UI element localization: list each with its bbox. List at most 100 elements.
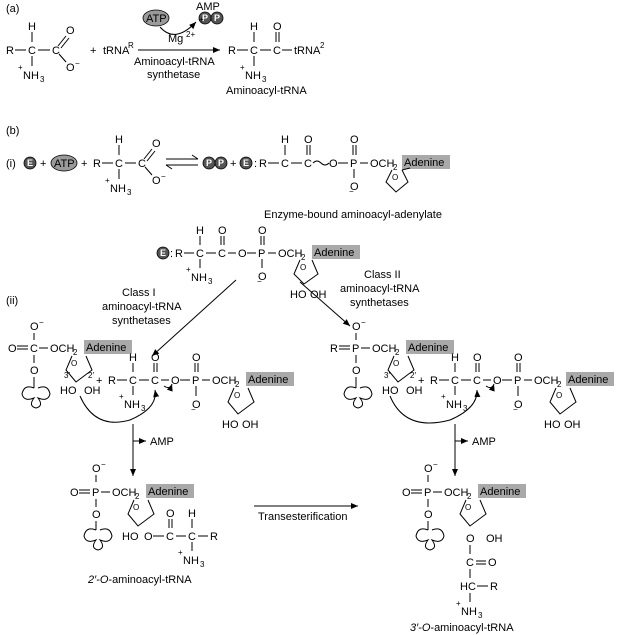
svg-text:NH: NH	[183, 555, 199, 567]
svg-text:Adenine: Adenine	[404, 157, 444, 169]
svg-text:OCH: OCH	[112, 487, 137, 499]
svg-text:O: O	[92, 463, 101, 475]
amp-label-a: AMP	[196, 1, 220, 13]
svg-text:H: H	[188, 508, 196, 520]
svg-text:HO: HO	[544, 419, 561, 431]
svg-text:2: 2	[73, 348, 78, 357]
svg-text:NH: NH	[110, 183, 126, 195]
enzyme-circle	[239, 156, 253, 170]
svg-text:O: O	[424, 463, 433, 475]
svg-text:+: +	[178, 548, 183, 557]
svg-text:NH: NH	[23, 70, 39, 82]
svg-text:R: R	[490, 581, 498, 593]
trna-r: tRNA	[103, 45, 130, 57]
svg-text:O: O	[152, 175, 161, 187]
svg-text:OCH: OCH	[534, 375, 559, 387]
svg-text:−: −	[257, 277, 262, 286]
svg-text:OH: OH	[84, 385, 101, 397]
svg-text:NH: NH	[124, 399, 140, 411]
svg-text:H: H	[115, 134, 123, 146]
svg-text:2: 2	[393, 163, 398, 172]
svg-text:aminoacyl-tRNA: aminoacyl-tRNA	[340, 283, 420, 295]
svg-text:P: P	[202, 13, 208, 23]
svg-text:C: C	[166, 531, 174, 543]
amp-label-right: AMP	[472, 436, 496, 448]
svg-text:P: P	[92, 487, 99, 499]
product-3prime: O − O P OCH 2 Adenine O O O OH C O HC R …	[402, 460, 526, 620]
svg-text:C: C	[451, 375, 459, 387]
svg-text:O: O	[234, 391, 240, 400]
svg-text:P: P	[352, 343, 359, 355]
svg-text:C: C	[196, 248, 204, 260]
svg-text:P: P	[206, 158, 212, 168]
svg-text:synthetases: synthetases	[350, 297, 409, 309]
svg-text:P: P	[218, 158, 224, 168]
svg-text:O: O	[304, 134, 313, 146]
svg-text:O: O	[402, 487, 411, 499]
svg-text:HC: HC	[460, 581, 476, 593]
svg-text:+: +	[230, 158, 236, 170]
svg-text:2+: 2+	[186, 30, 195, 39]
svg-text:OCH: OCH	[372, 343, 397, 355]
svg-text:O: O	[8, 343, 17, 355]
phosphate-circle	[210, 11, 224, 25]
svg-text:2: 2	[301, 253, 306, 262]
svg-text:C: C	[115, 158, 123, 170]
svg-text:+: +	[81, 158, 87, 170]
svg-text:C: C	[30, 343, 38, 355]
svg-text:C: C	[473, 375, 481, 387]
svg-text:HO: HO	[382, 385, 399, 397]
aminoacyl-trna-product: R C H C O tRNA 2 + NH 3	[228, 21, 325, 84]
svg-text:2: 2	[557, 380, 562, 389]
svg-text:P: P	[514, 375, 521, 387]
svg-text:HO: HO	[122, 531, 139, 543]
svg-text:R: R	[128, 41, 134, 50]
svg-text:OCH: OCH	[50, 343, 75, 355]
panel-a-label: (a)	[6, 3, 19, 15]
class1-label: Class I	[122, 287, 156, 299]
svg-text:O: O	[218, 225, 227, 237]
svg-text:O: O	[350, 181, 359, 193]
svg-text:H: H	[250, 21, 258, 33]
svg-text:O: O	[66, 25, 75, 37]
svg-text:O: O	[71, 359, 77, 368]
class1-arrow	[151, 279, 237, 357]
svg-text:R: R	[6, 45, 14, 57]
svg-text:O: O	[473, 352, 482, 364]
svg-text:R: R	[259, 158, 267, 170]
svg-text:OCH: OCH	[278, 248, 303, 260]
svg-text:3: 3	[200, 560, 205, 569]
svg-text:+: +	[456, 599, 461, 608]
svg-text:C: C	[250, 45, 258, 57]
svg-text:O: O	[30, 365, 39, 377]
svg-text:OH: OH	[486, 533, 503, 545]
svg-text:C: C	[466, 557, 474, 569]
svg-text:2: 2	[135, 492, 140, 501]
svg-text:−: −	[75, 59, 80, 68]
svg-text:Adenine: Adenine	[408, 342, 448, 354]
svg-text:O: O	[151, 352, 160, 364]
svg-text:O: O	[238, 248, 247, 260]
svg-text:−: −	[39, 318, 44, 327]
svg-text:Adenine: Adenine	[248, 374, 288, 386]
svg-text:E: E	[160, 248, 166, 258]
svg-text:C: C	[218, 248, 226, 260]
svg-text:H: H	[196, 225, 204, 237]
svg-text:P: P	[214, 13, 220, 23]
svg-text:O: O	[424, 509, 433, 521]
svg-text:R: R	[93, 158, 101, 170]
class2-label: Class II	[364, 269, 401, 281]
svg-text:−: −	[433, 460, 438, 469]
svg-text:3: 3	[40, 75, 45, 84]
svg-text:ATP: ATP	[54, 158, 75, 170]
svg-text:NH: NH	[191, 272, 207, 284]
svg-text:O: O	[329, 158, 338, 170]
class2-nucleophile-arrow	[389, 389, 481, 424]
product-2prime: O − O P OCH 2 Adenine O O HO O C O C H R…	[70, 460, 218, 569]
svg-text:O: O	[152, 138, 161, 150]
class2-adenylate: R C H C O O P O O − OCH 2 Adenine O HO O…	[430, 352, 614, 431]
svg-text:R: R	[330, 343, 338, 355]
svg-text:+: +	[441, 392, 446, 401]
svg-text:O: O	[514, 399, 523, 411]
